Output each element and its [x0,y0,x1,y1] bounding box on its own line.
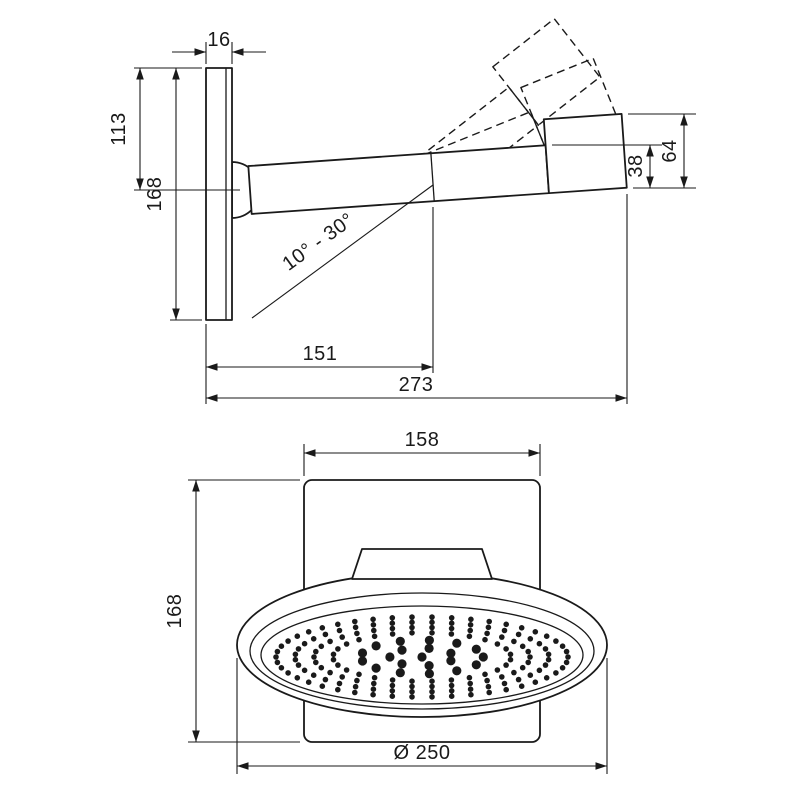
angle-reference-line [251,184,434,319]
dim-plate-thickness: 16 [172,29,266,64]
dim-bracket-width-label: 158 [405,429,440,451]
side-view: 10° - 30° 16 113 168 38 [108,18,696,404]
arm-body [247,144,550,215]
wall-plate [205,67,233,321]
dim-height-to-pivot-label: 113 [108,112,130,145]
dim-projection-min-label: 151 [303,343,338,365]
dim-projection-max-label: 273 [399,374,434,396]
dim-plate-height-label: 168 [144,177,166,212]
dim-head-diameter-label: Ø 250 [394,742,451,764]
tilt-joint-line [430,153,435,202]
dim-bracket-width: 158 [303,429,541,476]
dim-bracket-height-label: 168 [164,594,186,629]
shower-arm-solid [247,112,628,215]
head-spray-face [260,605,584,705]
nozzle-dots [273,614,571,700]
tilt-range-label: 10° - 30° [279,209,359,275]
dim-height-to-pivot: 113 [108,67,240,191]
dim-head-depth-label: 64 [659,139,681,162]
dim-projection-min: 151 [205,207,434,404]
head-mid-rim [249,592,595,710]
dim-head-thickness: 38 [552,144,696,189]
dim-bracket-height: 168 [164,479,300,743]
dim-head-thickness-label: 38 [625,154,647,177]
arm-connector-front [351,548,493,580]
dim-head-depth: 64 [628,113,696,188]
head-side-profile [542,112,628,195]
dim-projection-max: 273 [206,194,628,404]
head-outer-rim [236,572,608,718]
dim-plate-height: 168 [144,68,202,321]
front-view: 158 168 Ø 250 [164,429,608,774]
dim-head-diameter: Ø 250 [236,658,608,774]
shower-head-front [236,572,608,718]
dim-plate-thickness-label: 16 [207,29,230,51]
